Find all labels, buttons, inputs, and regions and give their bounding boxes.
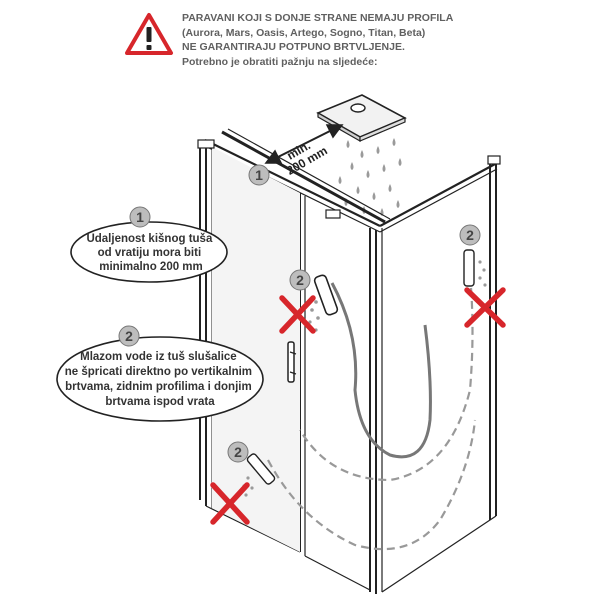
note-1-line-2: od vratiju mora biti [98, 247, 202, 259]
note-2-line-1: Mlazom vode iz tuš slušalice [80, 351, 237, 363]
red-x-icon-upper [279, 295, 316, 334]
profile-cap-left [197, 139, 215, 149]
note-2-number: 2 [125, 328, 133, 344]
spray-drops-upper [308, 300, 320, 332]
spray-drops-right [478, 260, 487, 287]
note-2-line-4: brtvama ispod vrata [105, 396, 215, 408]
svg-text:Udaljenost kišnog tuša o: Udaljenost kišnog tuša od vratiju mora b… [86, 233, 215, 273]
note-1-number: 1 [136, 209, 144, 225]
marker-2-lower: 2 [227, 441, 249, 463]
warning-triangle-icon [125, 13, 173, 55]
red-x-icon-lower [210, 482, 250, 525]
warning-text: PARAVANI KOJI S DONJE STRANE NEMAJU PROF… [182, 11, 482, 69]
warning-line-3: NE GARANTIRAJU POTPUNO BRTVLJENJE. [182, 41, 405, 53]
marker-1-label: 1 [255, 167, 263, 183]
dimension-arrow: min. 200 mm [264, 124, 344, 178]
marker-2-right-label: 2 [466, 227, 474, 243]
hand-shower-solid [313, 274, 432, 459]
marker-2-upper: 2 [289, 269, 311, 291]
red-x-icon-right [464, 287, 506, 328]
note-2-line-3: brtvama, zidnim profilima i donjim [65, 381, 252, 393]
warning-line-4: Potrebno je obratiti pažnju na sljedeće: [182, 55, 378, 68]
rain-drops [338, 138, 402, 216]
profile-cap-right [487, 155, 501, 165]
note-1: 1 Udaljenost kišnog tuša od vratiju mora… [70, 206, 228, 283]
marker-2-right: 2 [459, 224, 481, 246]
warning-line-2: (Aurora, Mars, Oasis, Artego, Sogno, Tit… [182, 26, 426, 39]
warning-line-1: PARAVANI KOJI S DONJE STRANE NEMAJU PROF… [182, 12, 454, 24]
hand-shower-lower [246, 453, 276, 485]
dashed-hose-paths [267, 274, 477, 551]
marker-1-dimension: 1 [248, 164, 270, 186]
rain-shower-head [316, 94, 407, 143]
note-1-line-3: minimalno 200 mm [99, 261, 203, 273]
marker-2-lower-label: 2 [234, 444, 242, 460]
svg-text:Mlazom vode iz tuš slušalice: Mlazom vode iz tuš slušalice ne špricati… [65, 351, 255, 408]
marker-2-upper-label: 2 [296, 272, 304, 288]
hand-shower-right [463, 249, 475, 287]
note-2: 2 Mlazom vode iz tuš slušalice ne šprica… [56, 325, 264, 422]
note-2-line-2: ne špricati direktno po vertikalnim [65, 366, 252, 378]
note-1-line-1: Udaljenost kišnog tuša [86, 233, 212, 245]
door-handle [287, 341, 297, 383]
profile-cap-middle [325, 209, 341, 219]
